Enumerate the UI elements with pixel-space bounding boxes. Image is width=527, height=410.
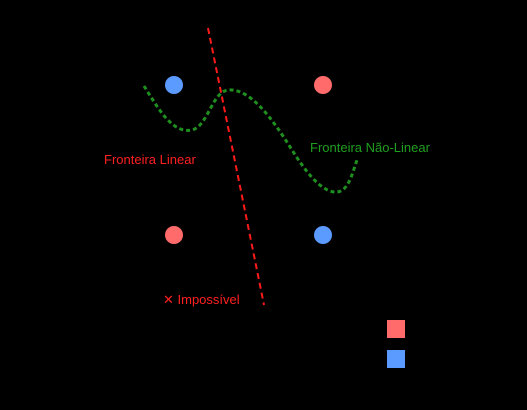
point-blue-top-left [165,76,183,94]
point-red-top-right [314,76,332,94]
point-red-bottom-left [165,226,183,244]
legend-swatch-blue [387,350,405,368]
impossible-label: ✕ Impossível [163,292,240,307]
linear-boundary-line [207,27,265,306]
linear-boundary-label: Fronteira Linear [104,152,196,167]
legend-swatch-red [387,320,405,338]
nonlinear-boundary-curve [142,85,359,194]
nonlinear-boundary-label: Fronteira Não-Linear [310,140,431,155]
point-blue-bottom-right [314,226,332,244]
